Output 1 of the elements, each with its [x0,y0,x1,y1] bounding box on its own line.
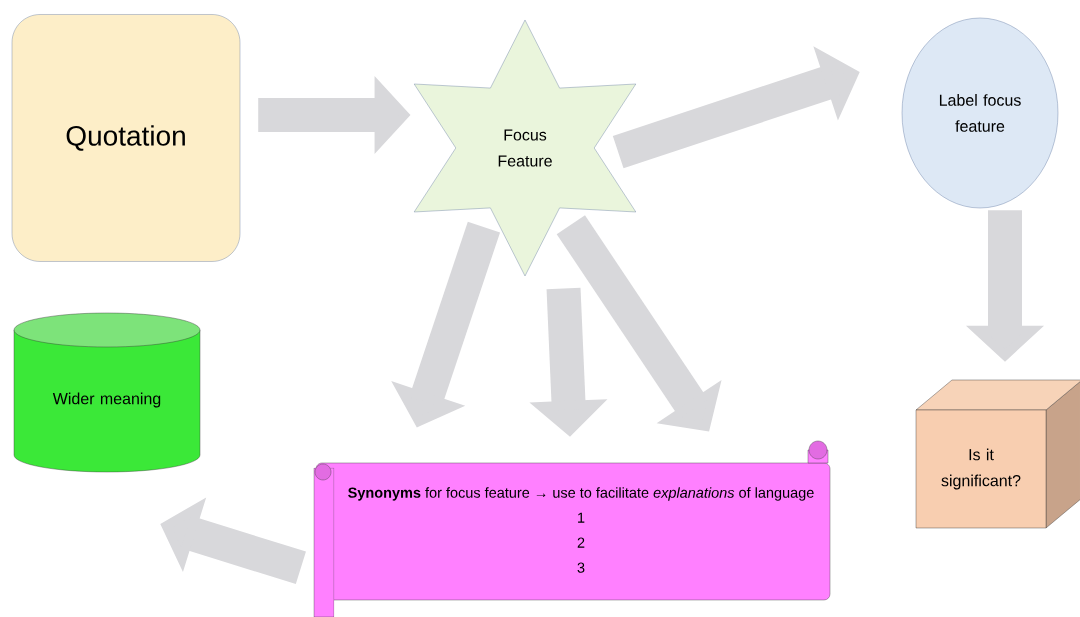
rounded-box: Quotation [11,14,241,262]
